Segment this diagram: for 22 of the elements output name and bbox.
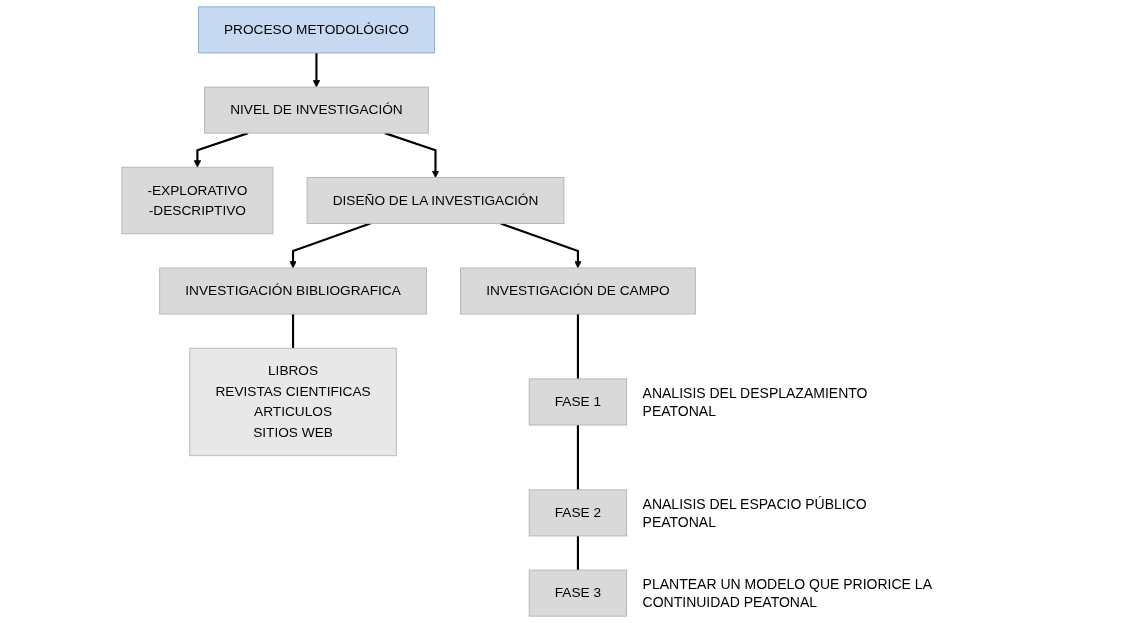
node-box: INVESTIGACIÓN BIBLIOGRAFICA	[159, 267, 427, 315]
connector	[576, 314, 579, 379]
arrow	[289, 222, 371, 269]
node-box: PROCESO METODOLÓGICO	[197, 6, 435, 54]
connector	[576, 425, 579, 490]
arrow	[384, 132, 440, 178]
connector	[291, 314, 295, 349]
arrow	[193, 132, 249, 168]
node-box: LIBROS REVISTAS CIENTIFICAS ARTICULOS SITIOS WEB	[189, 347, 397, 457]
node-box: NIVEL DE INVESTIGACIÓN	[204, 86, 429, 134]
arrow	[312, 52, 321, 88]
phase-description: PLANTEAR UN MODELO QUE PRIORICE LA CONTINUIDAD PEATONAL	[642, 574, 933, 612]
connector	[576, 535, 579, 571]
node-box: FASE 1	[528, 378, 627, 426]
node-box: DISEÑO DE LA INVESTIGACIÓN	[306, 177, 565, 224]
phase-description: ANALISIS DEL ESPACIO PÚBLICO PEATONAL	[642, 494, 868, 532]
node-box: FASE 3	[528, 569, 627, 617]
arrow	[500, 222, 582, 269]
node-box: -EXPLORATIVO -DESCRIPTIVO	[121, 166, 274, 235]
node-box: INVESTIGACIÓN DE CAMPO	[460, 267, 696, 315]
phase-description: ANALISIS DEL DESPLAZAMIENTO PEATONAL	[642, 383, 869, 421]
node-box: FASE 2	[528, 489, 627, 537]
